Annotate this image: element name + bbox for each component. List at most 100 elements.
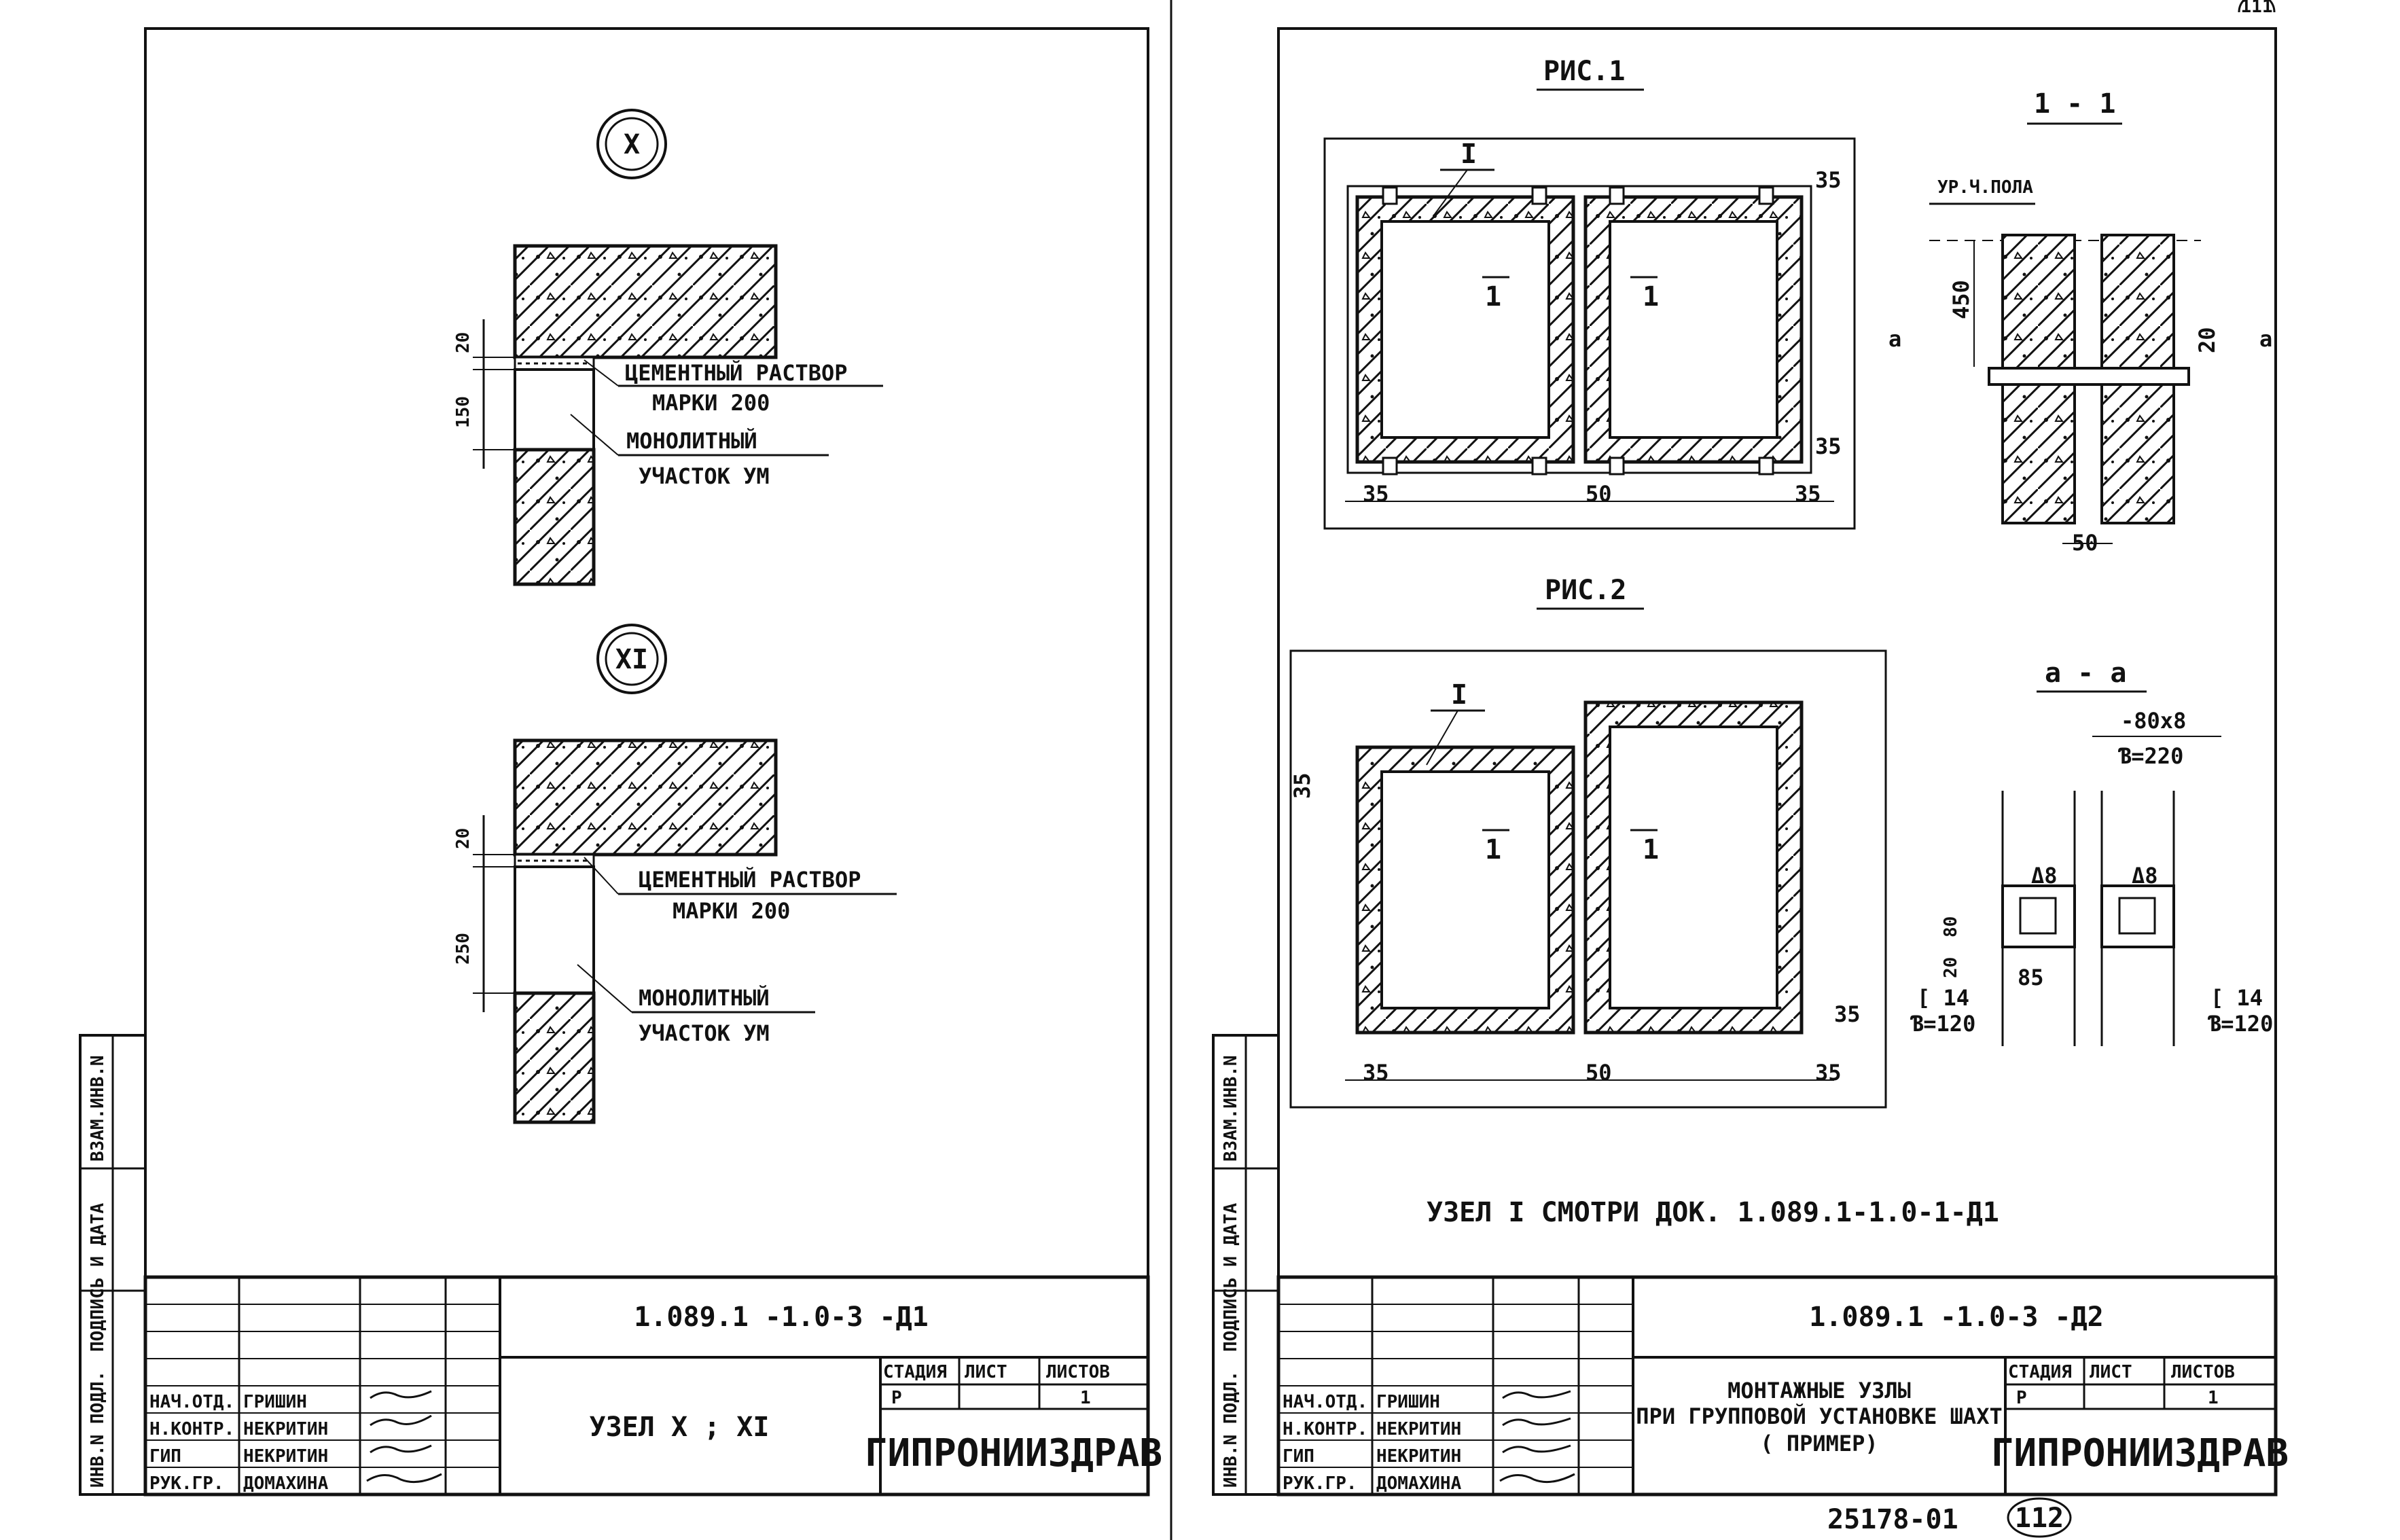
weld-8-left: Δ8 (2031, 863, 2058, 889)
dim-50: 50 (1586, 1060, 1612, 1086)
stage-header: СТАДИЯ (883, 1362, 947, 1382)
weld-8-right: Δ8 (2132, 863, 2158, 889)
callout-mortar-xi-2: МАРКИ 200 (673, 898, 790, 924)
section-a-a: а - а -80x8 Ɓ=220 Δ8 Δ8 20 80 85 [ 14 Ɓ=… (1910, 658, 2273, 1046)
cut-1-right: 1 (1643, 281, 1659, 312)
stamp-vzam-inv: ВЗАМ.ИНВ.N (1221, 1055, 1241, 1162)
signature-mark (1502, 1444, 1571, 1454)
role-ruk-gr: РУК.ГР. (149, 1473, 224, 1494)
name-domakhina: ДОМАХИНА (1376, 1473, 1462, 1494)
monolithic-section (514, 368, 595, 451)
callout-mortar-x-2: МАРКИ 200 (652, 390, 770, 416)
sheet-header: ЛИСТ (965, 1362, 1007, 1382)
corner-page-number: 111 (2241, 0, 2273, 17)
page-number-circle (2007, 1497, 2072, 1538)
node-ref-fig1: I (1461, 139, 1477, 170)
dim-35: 35 (1834, 1001, 1861, 1027)
right-sheet: 111 ИНВ.N ПОДЛ. ПОДПИСЬ И ДАТА ВЗАМ.ИНВ.… (1212, 0, 2289, 1538)
right-title-line-1: МОНТАЖНЫЕ УЗЛЫ (1727, 1378, 1911, 1403)
cut-1-left-2: 1 (1485, 834, 1501, 865)
cut-1-left: 1 (1485, 281, 1501, 312)
name-grishin: ГРИШИН (243, 1392, 307, 1412)
node-x-label: X (624, 129, 640, 160)
callout-mono-x-2: УЧАСТОК УМ (639, 463, 770, 489)
detail-xi: 20 250 ЦЕМЕНТНЫЙ РАСТВОР МАРКИ 200 МОНОЛ… (453, 738, 897, 1124)
stamp-inv-podl: ИНВ.N ПОДЛ. (1221, 1371, 1241, 1488)
dim-20-aa: 20 (1941, 957, 1961, 978)
stage-value: Р (2016, 1388, 2027, 1408)
signature-mark (1502, 1417, 1571, 1427)
role-n-kontr: Н.КОНТР. (1283, 1419, 1367, 1439)
right-title-line-2: ПРИ ГРУППОВОЙ УСТАНОВКЕ ШАХТ (1636, 1403, 2002, 1429)
right-org-name: ГИПРОНИИЗДРАВ (1991, 1431, 2289, 1475)
figure-1: РИС.1 I 1 1 (1323, 56, 1856, 530)
channel-spec-left-2: Ɓ=120 (1910, 1011, 1975, 1037)
fig2-label: РИС.2 (1545, 575, 1626, 606)
stamp-signature-date: ПОДПИСЬ И ДАТА (88, 1203, 108, 1352)
signature-mark (1499, 1473, 1575, 1484)
stage-value: Р (891, 1388, 902, 1408)
dim-450: 450 (1948, 280, 1974, 319)
sheets-header: ЛИСТОВ (2171, 1362, 2235, 1382)
section-1-1: 1 - 1 УР.Ч.ПОЛА 450 а а 20 50 (1888, 88, 2272, 556)
right-side-stamp: ИНВ.N ПОДЛ. ПОДПИСЬ И ДАТА ВЗАМ.ИНВ.N (1212, 1034, 1280, 1496)
role-nach-otd: НАЧ.ОТД. (149, 1392, 234, 1412)
dim-35: 35 (1795, 481, 1821, 507)
callout-mono-xi-1: МОНОЛИТНЫЙ (639, 985, 770, 1011)
role-nach-otd: НАЧ.ОТД. (1283, 1392, 1367, 1412)
stage-header: СТАДИЯ (2008, 1362, 2072, 1382)
dim-35: 35 (1815, 433, 1842, 459)
signature-mark (1502, 1390, 1571, 1399)
detail-x: 20 150 ЦЕМЕНТНЫЙ РАСТВОР МАРКИ 200 МОНОЛ… (453, 244, 883, 586)
name-nekritin-1: НЕКРИТИН (243, 1419, 328, 1439)
cut-arrow-a-right: а (2259, 326, 2272, 352)
sheets-value: 1 (1080, 1388, 1091, 1408)
archive-number: 25178-01 (1827, 1504, 1958, 1535)
node-xi-label: XI (615, 644, 648, 675)
figure-2: РИС.2 I 1 1 35 35 35 50 35 (1289, 575, 1887, 1109)
callout-mono-xi-2: УЧАСТОК УМ (639, 1020, 770, 1046)
channel-spec-left-1: [ 14 (1917, 985, 1969, 1011)
floor-level-label: УР.Ч.ПОЛА (1937, 177, 2033, 198)
right-title-block: НАЧ.ОТД. Н.КОНТР. ГИП РУК.ГР. ГРИШИН НЕК… (1276, 1275, 2289, 1497)
callout-mono-x-1: МОНОЛИТНЫЙ (626, 428, 757, 454)
dim-35: 35 (1289, 772, 1315, 799)
plate-spec-2: Ɓ=220 (2118, 743, 2183, 769)
name-nekritin-2: НЕКРИТИН (1376, 1446, 1461, 1467)
fig2-outline (1289, 649, 1887, 1109)
left-sheet: ИНВ.N ПОДЛ. ПОДПИСЬ И ДАТА ВЗАМ.ИНВ.N X … (79, 27, 1162, 1497)
right-doc-code: 1.089.1 -1.0-3 -Д2 (1809, 1302, 2103, 1333)
role-gip: ГИП (1283, 1446, 1314, 1467)
node-xi-marker: XI (596, 624, 667, 694)
channel-spec-right-2: Ɓ=120 (2208, 1011, 2273, 1037)
signature-mark (370, 1390, 432, 1399)
sheet-header: ЛИСТ (2090, 1362, 2132, 1382)
dim-85: 85 (2018, 965, 2044, 990)
dim-250-xi: 250 (453, 933, 473, 965)
monolithic-section (514, 865, 595, 995)
name-nekritin-2: НЕКРИТИН (243, 1446, 328, 1467)
joint-plate (1988, 367, 2190, 386)
role-ruk-gr: РУК.ГР. (1283, 1473, 1357, 1494)
dim-35: 35 (1363, 481, 1389, 507)
dim-150-x: 150 (453, 396, 473, 428)
dim-50: 50 (1586, 481, 1612, 507)
role-gip: ГИП (149, 1446, 181, 1467)
node-ref-fig2: I (1451, 679, 1467, 711)
name-domakhina: ДОМАХИНА (243, 1473, 329, 1494)
right-title-line-3: ( ПРИМЕР) (1760, 1431, 1878, 1456)
signature-mark (370, 1414, 432, 1427)
name-grishin: ГРИШИН (1376, 1392, 1440, 1412)
signature-mark (370, 1444, 432, 1454)
left-side-stamp: ИНВ.N ПОДЛ. ПОДПИСЬ И ДАТА ВЗАМ.ИНВ.N (79, 1034, 147, 1496)
sheets-value: 1 (2208, 1388, 2219, 1408)
role-n-kontr: Н.КОНТР. (149, 1419, 234, 1439)
cut-arrow-a-left: а (1888, 326, 1901, 352)
node-x-marker: X (596, 109, 667, 179)
name-nekritin-1: НЕКРИТИН (1376, 1419, 1461, 1439)
dim-80: 80 (1941, 916, 1961, 937)
fig1-outline (1323, 137, 1856, 530)
dim-50: 50 (2072, 530, 2098, 556)
plate-spec-1: -80x8 (2121, 708, 2186, 734)
callout-mortar-xi-1: ЦЕМЕНТНЫЙ РАСТВОР (639, 867, 861, 893)
